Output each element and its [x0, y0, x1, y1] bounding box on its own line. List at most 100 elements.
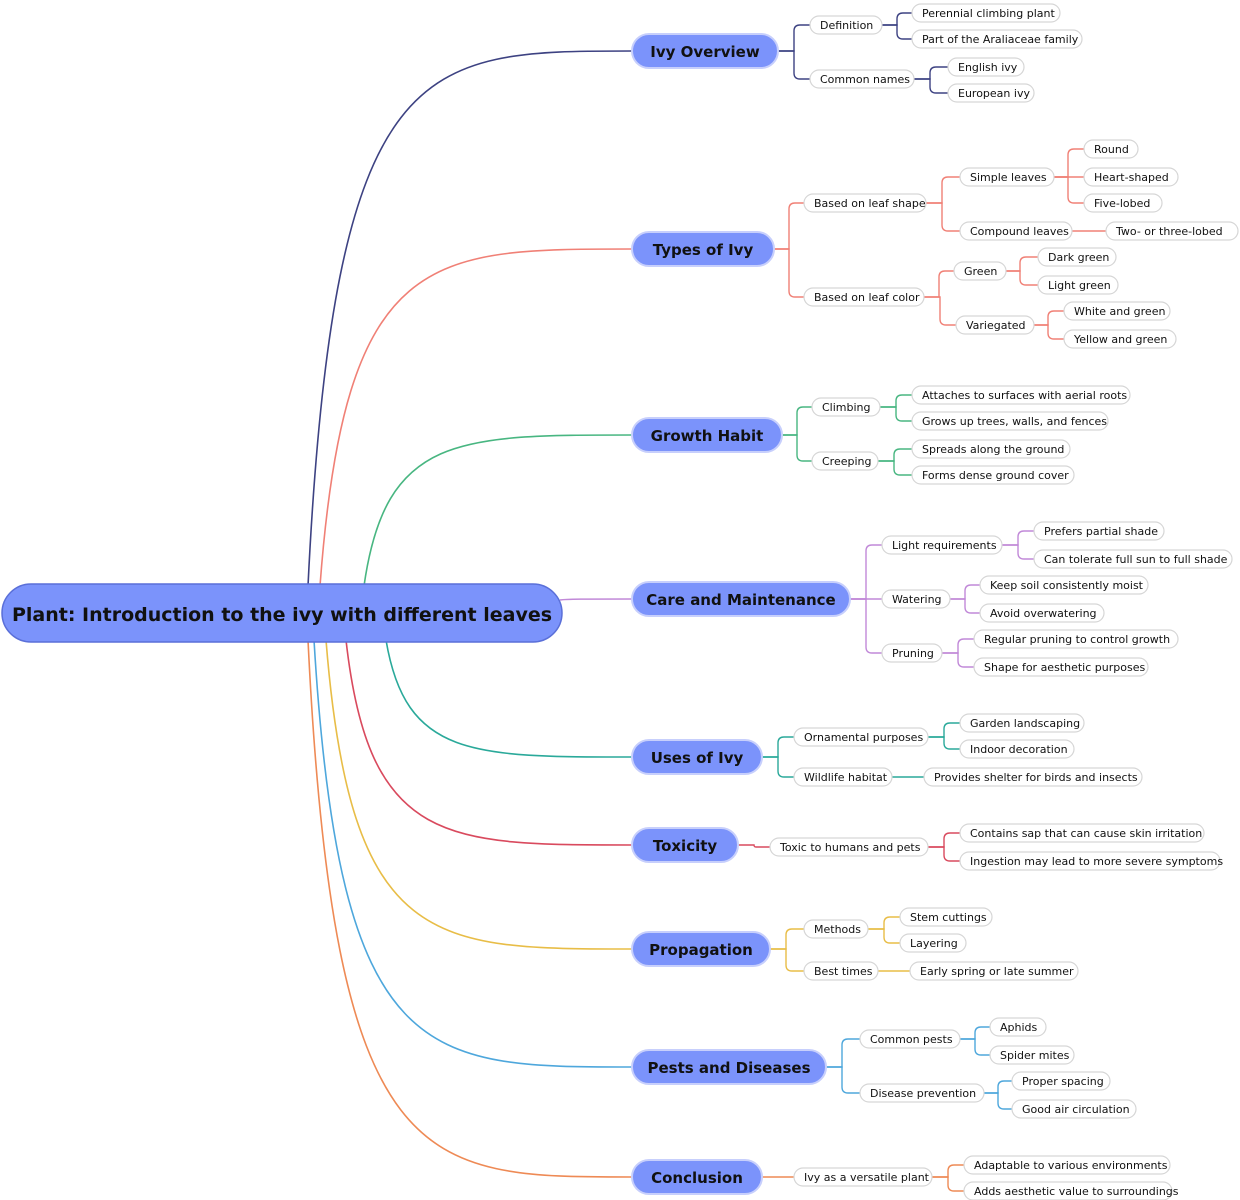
node-adaptable-to-various-environments-label: Adaptable to various environments [974, 1159, 1168, 1172]
node-light-requirements[interactable]: Light requirements [881, 535, 1003, 555]
node-watering[interactable]: Watering [881, 589, 951, 609]
node-compound-leaves[interactable]: Compound leaves [959, 221, 1073, 241]
branch-conclusion[interactable]: Conclusion [631, 1159, 763, 1195]
node-indoor-decoration[interactable]: Indoor decoration [959, 739, 1075, 759]
node-pruning[interactable]: Pruning [881, 643, 943, 663]
connector-green [924, 270, 954, 298]
connector-light-requirements [850, 544, 882, 600]
branch-growth-habit[interactable]: Growth Habit [631, 417, 783, 453]
node-english-ivy[interactable]: English ivy [947, 57, 1025, 77]
connector-uses-of-ivy [385, 639, 633, 758]
node-forms-dense-ground-cover[interactable]: Forms dense ground cover [911, 465, 1075, 485]
node-ivy-as-a-versatile-plant[interactable]: Ivy as a versatile plant [793, 1167, 933, 1187]
node-good-air-circulation[interactable]: Good air circulation [1011, 1099, 1137, 1119]
node-variegated[interactable]: Variegated [955, 315, 1035, 335]
node-dark-green[interactable]: Dark green [1037, 247, 1117, 267]
branch-uses-of-ivy[interactable]: Uses of Ivy [631, 739, 763, 775]
node-based-on-leaf-shape[interactable]: Based on leaf shape [803, 193, 927, 213]
node-adds-aesthetic-value-to-surroundings[interactable]: Adds aesthetic value to surroundings [963, 1181, 1179, 1200]
connector-spider-mites [960, 1038, 990, 1056]
node-avoid-overwatering[interactable]: Avoid overwatering [979, 603, 1105, 623]
node-early-spring-or-late-summer-label: Early spring or late summer [920, 965, 1074, 978]
node-can-tolerate-full-sun-to-full-shade[interactable]: Can tolerate full sun to full shade [1033, 549, 1233, 569]
node-perennial-climbing-plant-label: Perennial climbing plant [922, 7, 1055, 20]
node-part-of-the-araliaceae-family[interactable]: Part of the Araliaceae family [911, 29, 1083, 49]
node-round[interactable]: Round [1083, 139, 1139, 159]
node-stem-cuttings[interactable]: Stem cuttings [899, 907, 993, 927]
node-spreads-along-the-ground[interactable]: Spreads along the ground [911, 439, 1071, 459]
node-layering[interactable]: Layering [899, 933, 967, 953]
node-keep-soil-consistently-moist[interactable]: Keep soil consistently moist [979, 575, 1149, 595]
branch-ivy-overview[interactable]: Ivy Overview [631, 33, 779, 69]
branch-toxicity[interactable]: Toxicity [631, 827, 739, 863]
branch-care-and-maintenance[interactable]: Care and Maintenance [631, 581, 851, 617]
node-toxic-to-humans-and-pets[interactable]: Toxic to humans and pets [769, 837, 929, 857]
node-white-and-green[interactable]: White and green [1063, 301, 1171, 321]
node-proper-spacing[interactable]: Proper spacing [1011, 1071, 1111, 1091]
node-ornamental-purposes[interactable]: Ornamental purposes [793, 727, 929, 747]
node-provides-shelter-for-birds-and-insects[interactable]: Provides shelter for birds and insects [923, 767, 1143, 787]
connector-grows-up-trees-walls-and-fences [880, 406, 912, 422]
root-node[interactable]: Plant: Introduction to the ivy with diff… [1, 583, 563, 643]
node-five-lobed[interactable]: Five-lobed [1083, 193, 1163, 213]
node-simple-leaves[interactable]: Simple leaves [959, 167, 1055, 187]
node-part-of-the-araliaceae-family-label: Part of the Araliaceae family [922, 33, 1079, 46]
branch-propagation[interactable]: Propagation [631, 931, 771, 967]
node-spider-mites[interactable]: Spider mites [989, 1045, 1075, 1065]
node-garden-landscaping[interactable]: Garden landscaping [959, 713, 1085, 733]
node-two-or-three-lobed[interactable]: Two- or three-lobed [1105, 221, 1239, 241]
node-shape-for-aesthetic-purposes-label: Shape for aesthetic purposes [984, 661, 1145, 674]
node-keep-soil-consistently-moist-label: Keep soil consistently moist [990, 579, 1144, 592]
node-based-on-leaf-color[interactable]: Based on leaf color [803, 287, 925, 307]
node-common-names[interactable]: Common names [809, 69, 915, 89]
node-yellow-and-green-label: Yellow and green [1073, 333, 1167, 346]
node-aphids[interactable]: Aphids [989, 1017, 1047, 1037]
node-common-pests[interactable]: Common pests [859, 1029, 961, 1049]
node-early-spring-or-late-summer[interactable]: Early spring or late summer [909, 961, 1079, 981]
node-green[interactable]: Green [953, 261, 1007, 281]
connector-pruning [850, 598, 882, 654]
node-wildlife-habitat[interactable]: Wildlife habitat [793, 767, 893, 787]
node-watering-label: Watering [892, 593, 942, 606]
connector-wildlife-habitat [762, 756, 794, 778]
node-methods[interactable]: Methods [803, 919, 869, 939]
connector-care-and-maintenance [559, 598, 633, 601]
node-heart-shaped[interactable]: Heart-shaped [1083, 167, 1179, 187]
node-creeping[interactable]: Creeping [811, 451, 879, 471]
node-light-green[interactable]: Light green [1037, 275, 1119, 295]
node-shape-for-aesthetic-purposes[interactable]: Shape for aesthetic purposes [973, 657, 1149, 677]
node-can-tolerate-full-sun-to-full-shade-label: Can tolerate full sun to full shade [1044, 553, 1228, 566]
node-european-ivy[interactable]: European ivy [947, 83, 1035, 103]
branch-toxicity-label: Toxicity [653, 837, 718, 855]
connector-pests-and-diseases [313, 639, 633, 1068]
connector-english-ivy [914, 66, 948, 80]
node-yellow-and-green[interactable]: Yellow and green [1063, 329, 1177, 349]
branch-pests-and-diseases[interactable]: Pests and Diseases [631, 1049, 827, 1085]
node-ingestion-may-lead-to-more-severe-symptoms-label: Ingestion may lead to more severe sympto… [970, 855, 1223, 868]
node-attaches-to-surfaces-with-aerial-roots[interactable]: Attaches to surfaces with aerial roots [911, 385, 1131, 405]
node-two-or-three-lobed-label: Two- or three-lobed [1115, 225, 1223, 238]
branch-types-of-ivy[interactable]: Types of Ivy [631, 231, 775, 267]
node-disease-prevention[interactable]: Disease prevention [859, 1083, 985, 1103]
node-prefers-partial-shade[interactable]: Prefers partial shade [1033, 521, 1165, 541]
connector-european-ivy [914, 78, 948, 94]
node-adaptable-to-various-environments[interactable]: Adaptable to various environments [963, 1155, 1171, 1175]
connector-round [1054, 148, 1084, 178]
connector-layering [868, 928, 900, 944]
node-spreads-along-the-ground-label: Spreads along the ground [922, 443, 1064, 456]
node-perennial-climbing-plant[interactable]: Perennial climbing plant [911, 3, 1061, 23]
node-prefers-partial-shade-label: Prefers partial shade [1044, 525, 1158, 538]
node-regular-pruning-to-control-growth[interactable]: Regular pruning to control growth [973, 629, 1179, 649]
node-grows-up-trees-walls-and-fences[interactable]: Grows up trees, walls, and fences [911, 411, 1109, 431]
node-ingestion-may-lead-to-more-severe-symptoms[interactable]: Ingestion may lead to more severe sympto… [959, 851, 1223, 871]
branch-types-of-ivy-label: Types of Ivy [653, 241, 754, 259]
connector-adaptable-to-various-environments [932, 1164, 964, 1178]
node-definition[interactable]: Definition [809, 15, 883, 35]
node-best-times[interactable]: Best times [803, 961, 879, 981]
node-contains-sap-that-can-cause-skin-irritation[interactable]: Contains sap that can cause skin irritat… [959, 823, 1205, 843]
node-attaches-to-surfaces-with-aerial-roots-label: Attaches to surfaces with aerial roots [922, 389, 1127, 402]
node-spider-mites-label: Spider mites [1000, 1049, 1070, 1062]
connector-propagation [325, 639, 633, 950]
node-climbing[interactable]: Climbing [811, 397, 881, 417]
